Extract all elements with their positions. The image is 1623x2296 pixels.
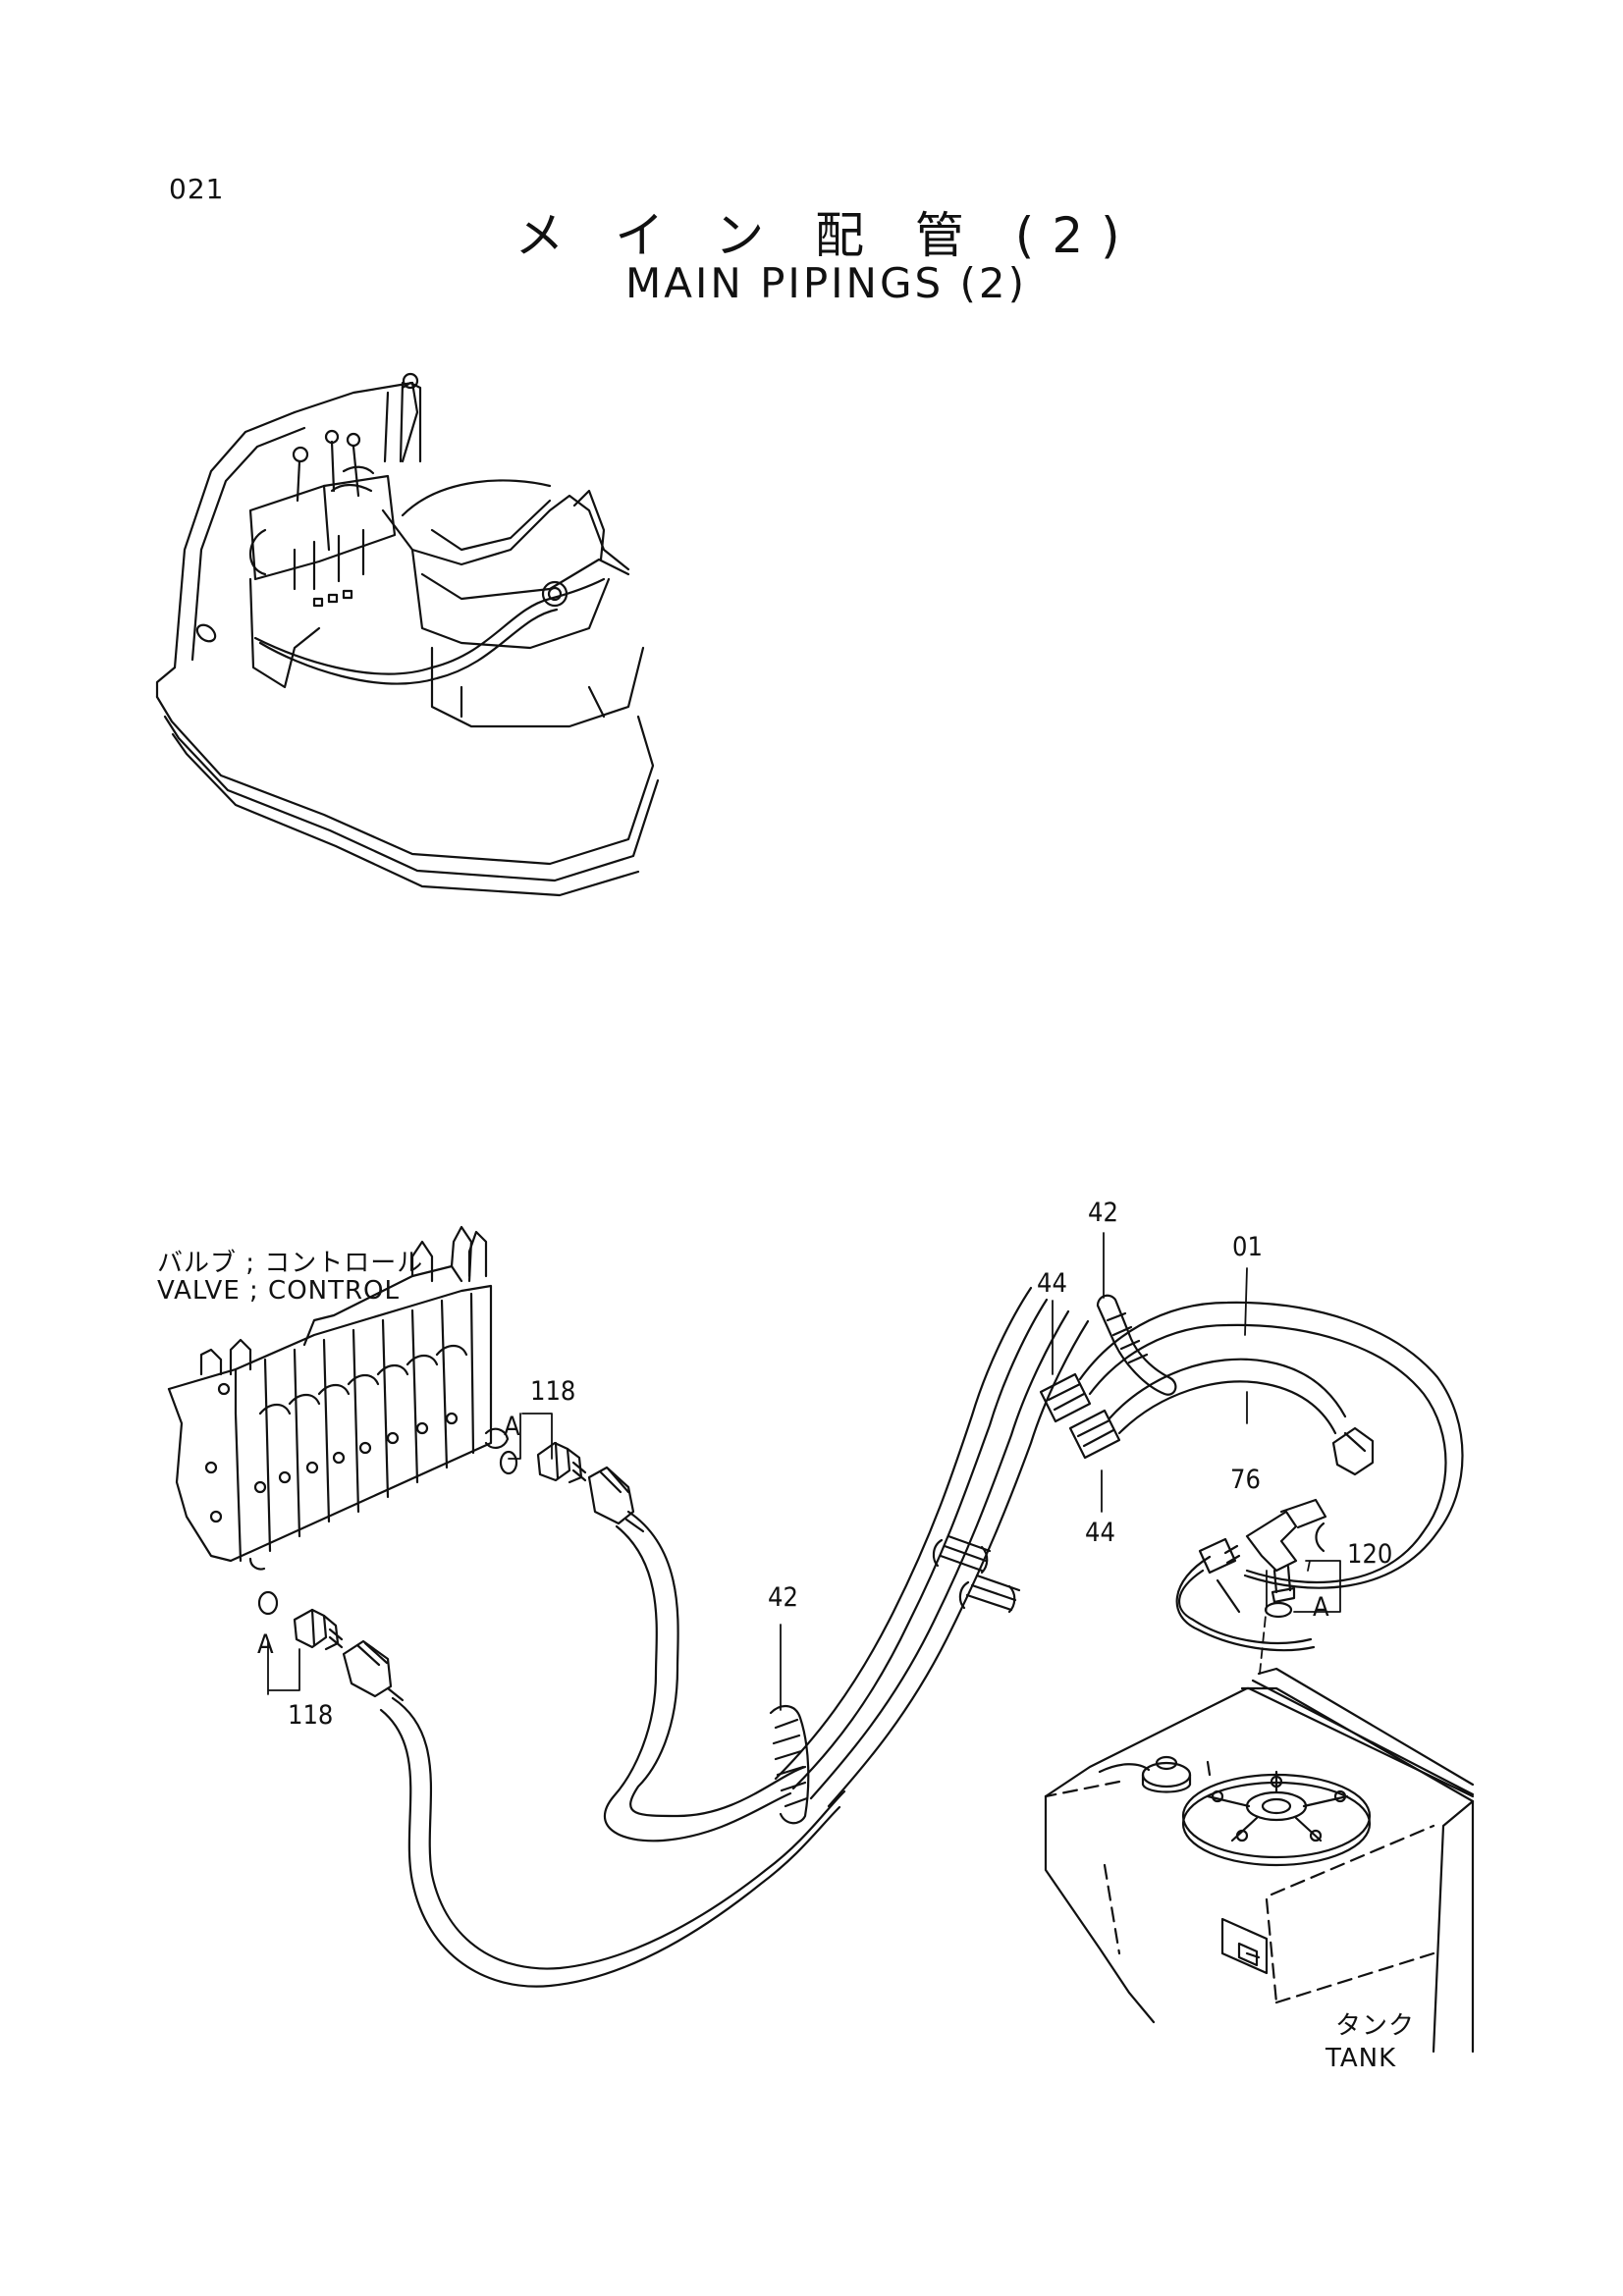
callout-a-upper: A [504, 1412, 520, 1442]
callout-118-lower: 118 [288, 1700, 334, 1731]
hydraulic-tank-illustration [1046, 1669, 1473, 2052]
page-title-english: MAIN PIPINGS (2) [624, 259, 1028, 307]
fitting-118-upper [501, 1443, 585, 1482]
callout-a-right: A [1313, 1592, 1329, 1623]
callout-44-lower: 44 [1085, 1518, 1115, 1548]
tank-label-japanese: タンク [1335, 2011, 1416, 2041]
valve-label-english: VALVE ; CONTROL [157, 1276, 401, 1306]
hose-lower [344, 1641, 844, 1987]
callout-76: 76 [1230, 1465, 1261, 1495]
machine-overview-illustration [157, 374, 658, 895]
callout-118-upper: 118 [530, 1376, 576, 1407]
callout-01: 01 [1232, 1232, 1263, 1262]
callout-42-middle: 42 [768, 1582, 798, 1613]
callout-42-top: 42 [1088, 1198, 1118, 1228]
hose-bundle [771, 1288, 1088, 1823]
control-valve-illustration [169, 1227, 508, 1570]
valve-label-japanese: バルブ ; コントロール [157, 1249, 424, 1278]
page-number: 021 [169, 173, 225, 205]
callout-44-upper: 44 [1037, 1268, 1067, 1299]
leader-lines [268, 1233, 1340, 1710]
fitting-118-lower [259, 1592, 342, 1649]
callout-a-lower: A [257, 1629, 274, 1660]
callout-120: 120 [1347, 1539, 1393, 1570]
page-title-japanese: メ イ ン 配 管 (2) [514, 207, 1138, 264]
upper-hose-fittings [1041, 1296, 1463, 1650]
tank-label-english: TANK [1325, 2044, 1397, 2073]
hose-upper [589, 1468, 805, 1841]
